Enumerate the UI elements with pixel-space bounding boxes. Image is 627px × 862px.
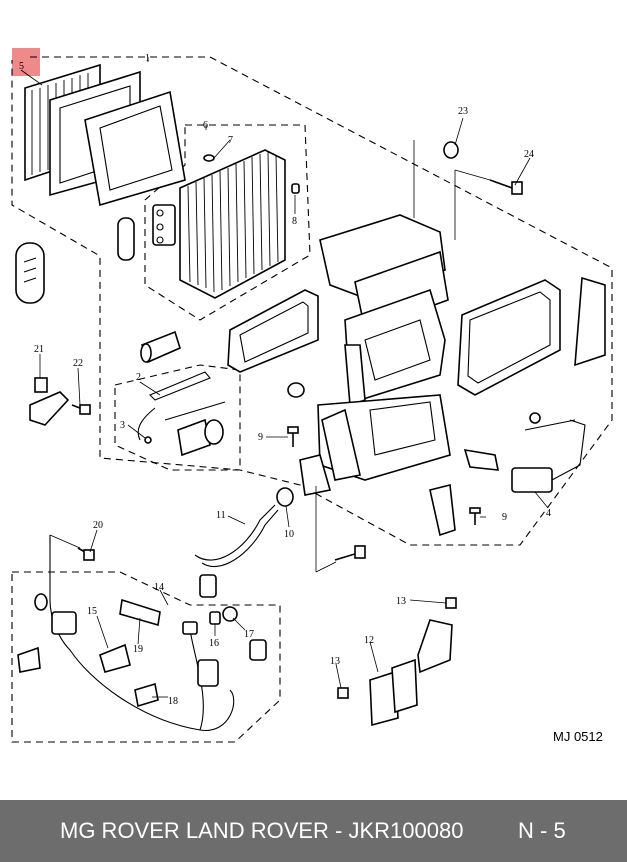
callout-12: 12 <box>364 635 374 646</box>
screw-13b <box>337 687 349 699</box>
cabin-filter <box>24 63 186 207</box>
side-panel <box>574 276 606 367</box>
frame-seal <box>227 289 319 373</box>
housing-seal <box>457 279 561 396</box>
drain-pipe <box>194 504 279 598</box>
callout-17: 17 <box>244 629 254 640</box>
evaporator-boundary <box>144 124 311 321</box>
screw-13a <box>445 597 457 609</box>
foam-sleeve <box>140 330 181 364</box>
harness-boundary <box>11 571 281 743</box>
diagram-reference-code: MJ 0512 <box>553 729 603 744</box>
callout-11: 11 <box>216 510 226 521</box>
bolt-lower <box>334 545 366 561</box>
expansion-valve <box>137 371 226 457</box>
parts-exploded-diagram: 1 5 6 7 8 23 24 21 22 2 3 9 9 4 10 11 20… <box>11 48 613 744</box>
callout-4: 4 <box>546 508 551 519</box>
callout-5: 5 <box>19 61 24 72</box>
screw-20 <box>77 547 95 561</box>
callout-16: 16 <box>209 638 219 649</box>
callout-23: 23 <box>458 106 468 117</box>
bracket-right <box>429 484 456 537</box>
callout-9a: 9 <box>258 432 263 443</box>
callout-6: 6 <box>203 120 208 131</box>
temperature-sensor <box>511 412 586 493</box>
callout-8: 8 <box>292 216 297 227</box>
callout-15: 15 <box>87 606 97 617</box>
highlight-marker <box>12 48 40 76</box>
evaporator-core <box>152 149 286 299</box>
grommet-17 <box>222 606 238 622</box>
callout-22: 22 <box>73 358 83 369</box>
callout-9b: 9 <box>502 512 507 523</box>
drain-grommet <box>15 242 45 304</box>
callout-19: 19 <box>133 644 143 655</box>
callout-18: 18 <box>168 696 178 707</box>
clip-left <box>287 382 305 398</box>
bolt-24 <box>489 179 523 195</box>
callout-24: 24 <box>524 149 534 160</box>
page-number: N - 5 <box>518 818 566 843</box>
screw-9a <box>287 426 299 447</box>
relay <box>369 658 418 727</box>
callout-21: 21 <box>34 344 44 355</box>
callout-20: 20 <box>93 520 103 531</box>
plug-16 <box>209 611 221 625</box>
callout-13b: 13 <box>330 656 340 667</box>
housing-lower <box>299 394 451 496</box>
leader-lines <box>20 57 549 698</box>
screw-22 <box>71 404 91 415</box>
part-number-title: MG ROVER LAND ROVER - JKR100080 <box>60 818 464 843</box>
footer-bar: MG ROVER LAND ROVER - JKR100080 N - 5 <box>0 800 627 862</box>
relay-bracket <box>417 619 453 674</box>
gasket <box>117 217 135 261</box>
callout-1: 1 <box>145 53 150 64</box>
grommet-10 <box>276 487 294 507</box>
callout-13a: 13 <box>396 596 406 607</box>
housing-upper <box>319 214 449 407</box>
o-ring <box>203 154 215 162</box>
callout-7: 7 <box>228 135 233 146</box>
callout-10: 10 <box>284 529 294 540</box>
callout-3: 3 <box>120 420 125 431</box>
clip-right <box>463 449 499 471</box>
assembly-boundary <box>11 56 613 546</box>
callout-14: 14 <box>154 582 164 593</box>
nut-23 <box>443 141 459 159</box>
bracket-21 <box>29 377 70 426</box>
wiring-harness <box>17 535 267 731</box>
valve-boundary <box>114 364 241 471</box>
screw-9b <box>469 507 481 525</box>
sensor-clip <box>291 183 300 194</box>
callout-2: 2 <box>136 372 141 383</box>
